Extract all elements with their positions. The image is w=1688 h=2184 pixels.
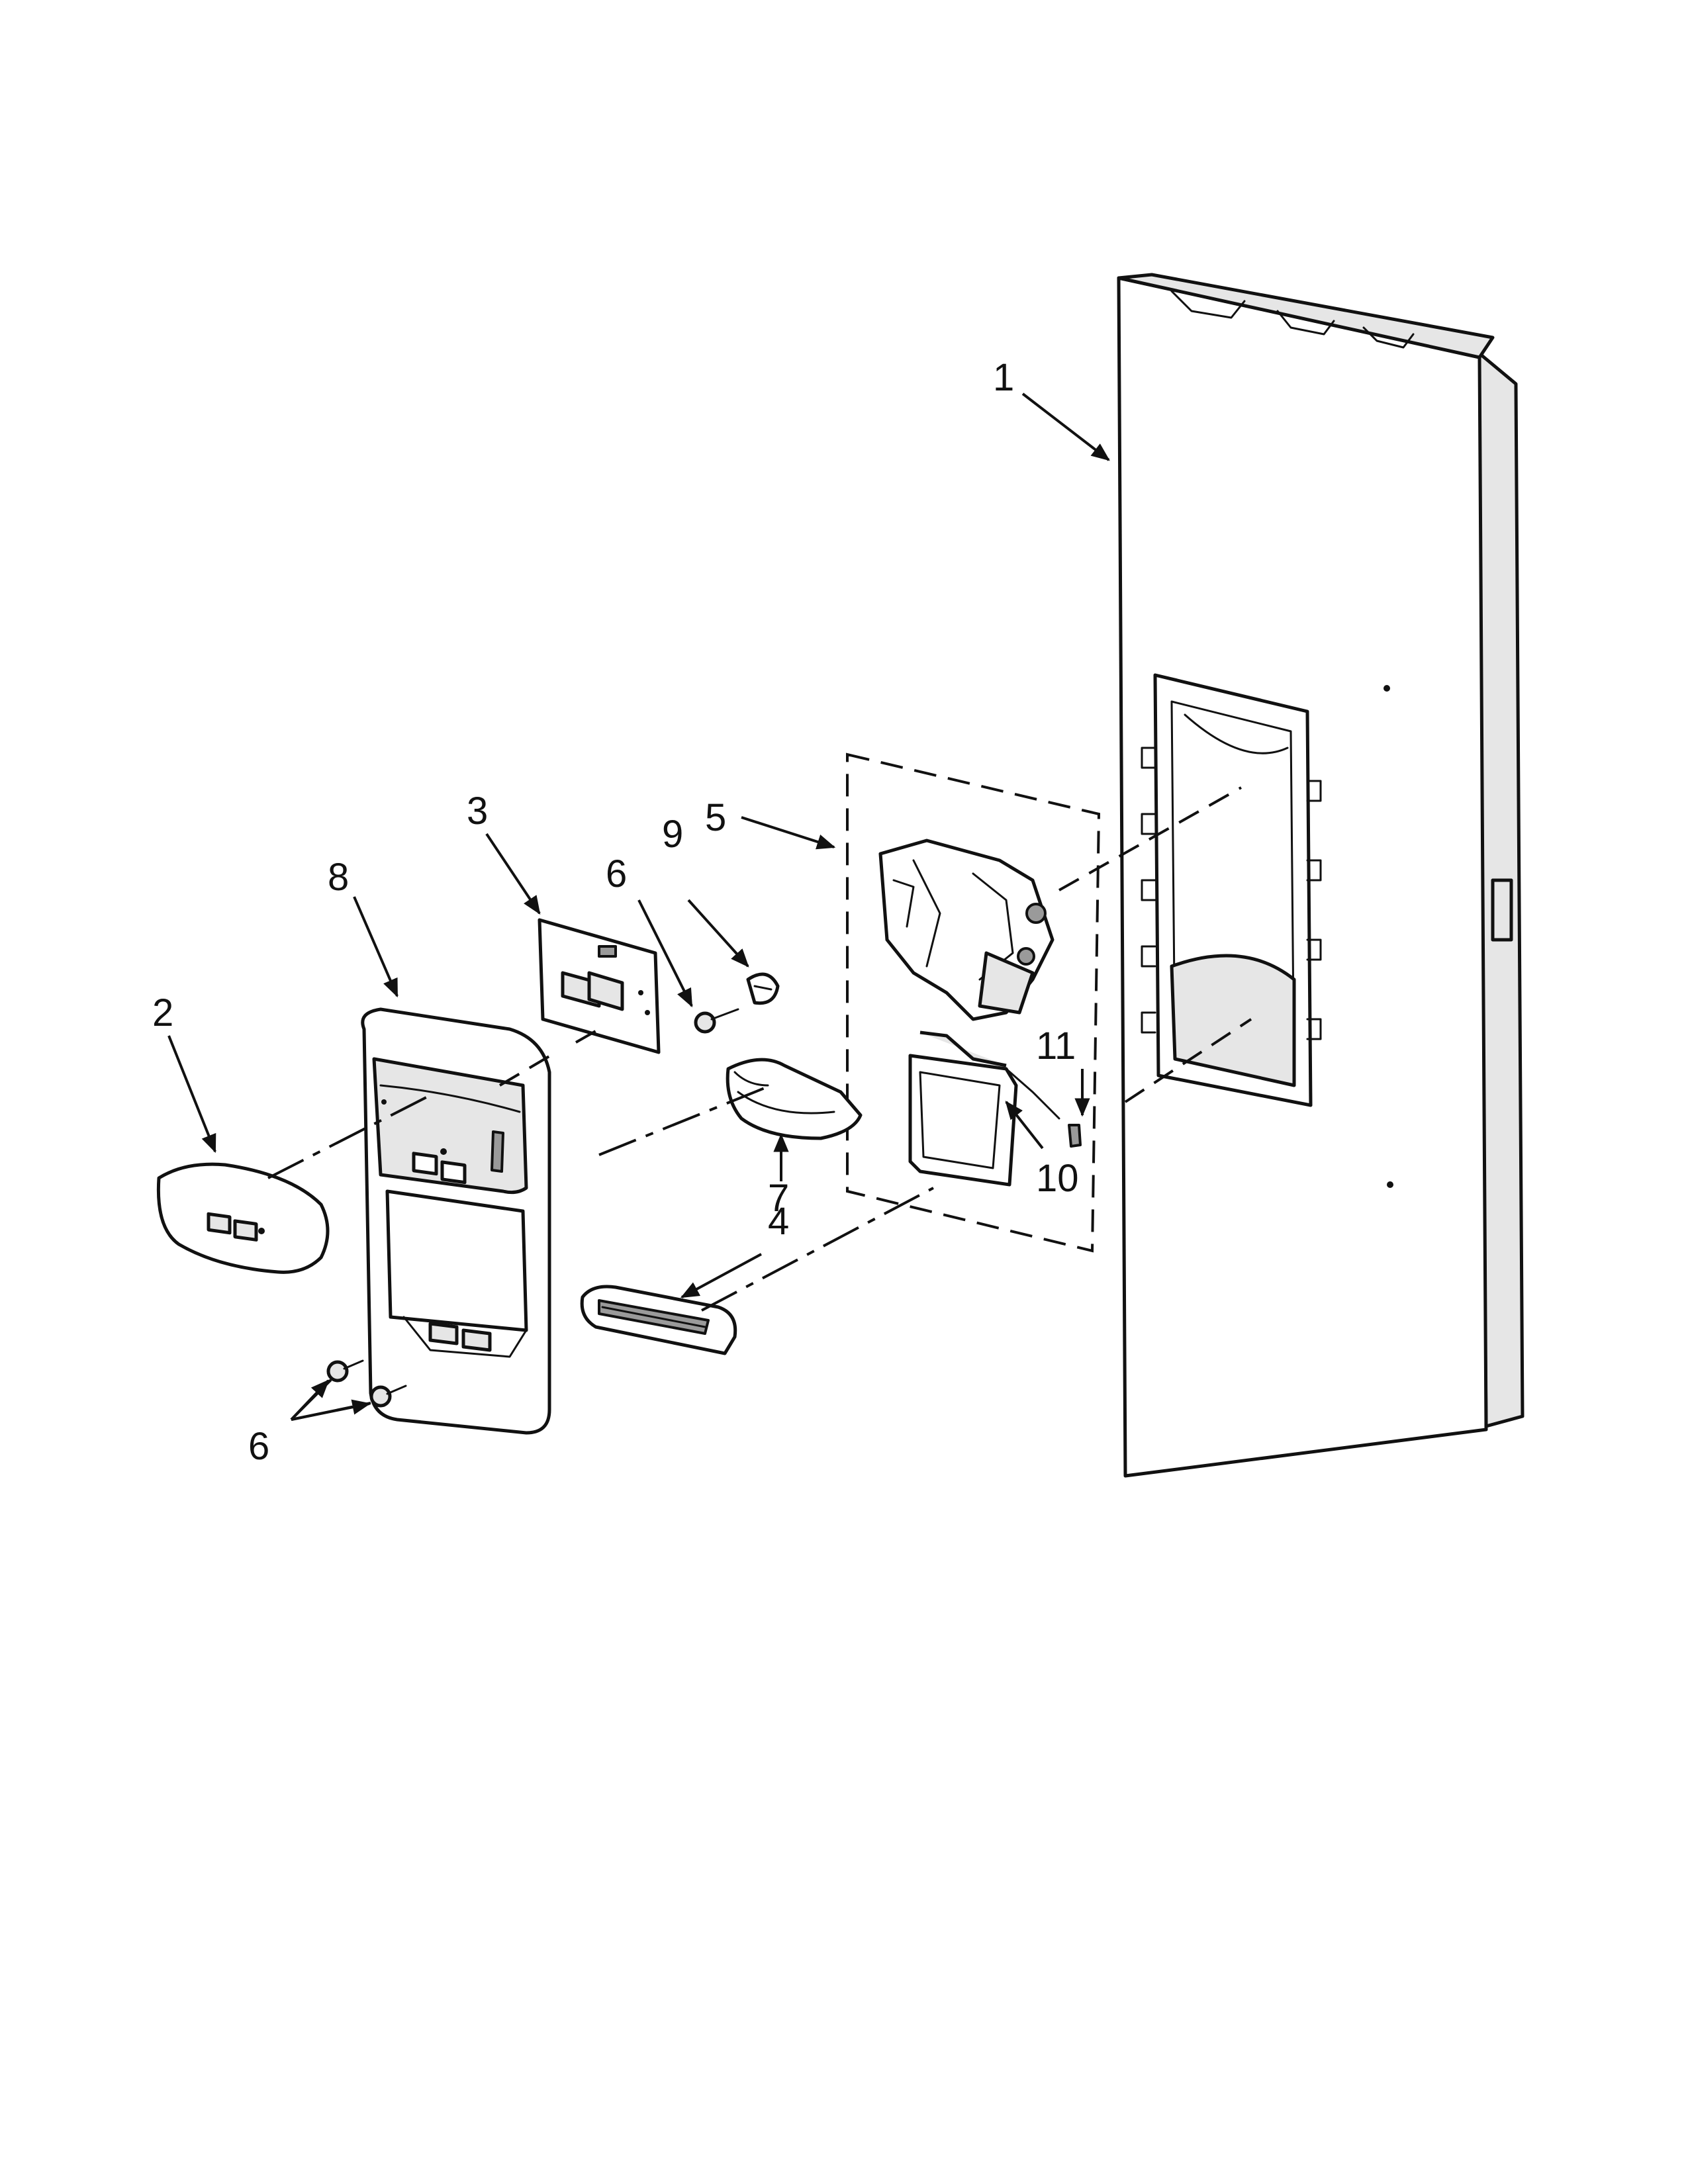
callout-7: 7 xyxy=(768,1177,789,1220)
callout-6a: 6 xyxy=(606,852,627,895)
callout-labels: 1 2 3 4 5 6 6 7 8 9 10 11 xyxy=(152,356,1079,1468)
callout-5: 5 xyxy=(705,796,726,839)
part-2-label xyxy=(156,1162,330,1274)
part-1-door xyxy=(1117,273,1524,1478)
callout-2: 2 xyxy=(152,991,173,1034)
part-7-bracket xyxy=(726,1058,863,1140)
part-4-drip-tray xyxy=(580,1285,737,1355)
callout-1: 1 xyxy=(993,356,1014,399)
part-6-screw-upper xyxy=(694,1008,739,1034)
part-6-screws-lower xyxy=(326,1359,407,1408)
callout-3: 3 xyxy=(467,790,488,833)
assembly-lines xyxy=(267,786,1252,1312)
part-8-housing-frame xyxy=(361,1007,551,1435)
callout-11: 11 xyxy=(1036,1024,1076,1068)
part-9-clip xyxy=(746,972,780,1005)
part-5-dispenser-assembly xyxy=(846,752,1101,1253)
callout-6b: 6 xyxy=(248,1425,269,1468)
callout-10: 10 xyxy=(1036,1157,1079,1200)
callout-4: 4 xyxy=(768,1200,789,1243)
part-11-spring xyxy=(1068,1124,1082,1148)
callout-8: 8 xyxy=(328,856,349,899)
part-10-paddle xyxy=(908,1054,1018,1187)
leader-arrows xyxy=(167,392,1110,1421)
part-3-control-board xyxy=(538,918,661,1054)
callout-9: 9 xyxy=(662,813,683,856)
